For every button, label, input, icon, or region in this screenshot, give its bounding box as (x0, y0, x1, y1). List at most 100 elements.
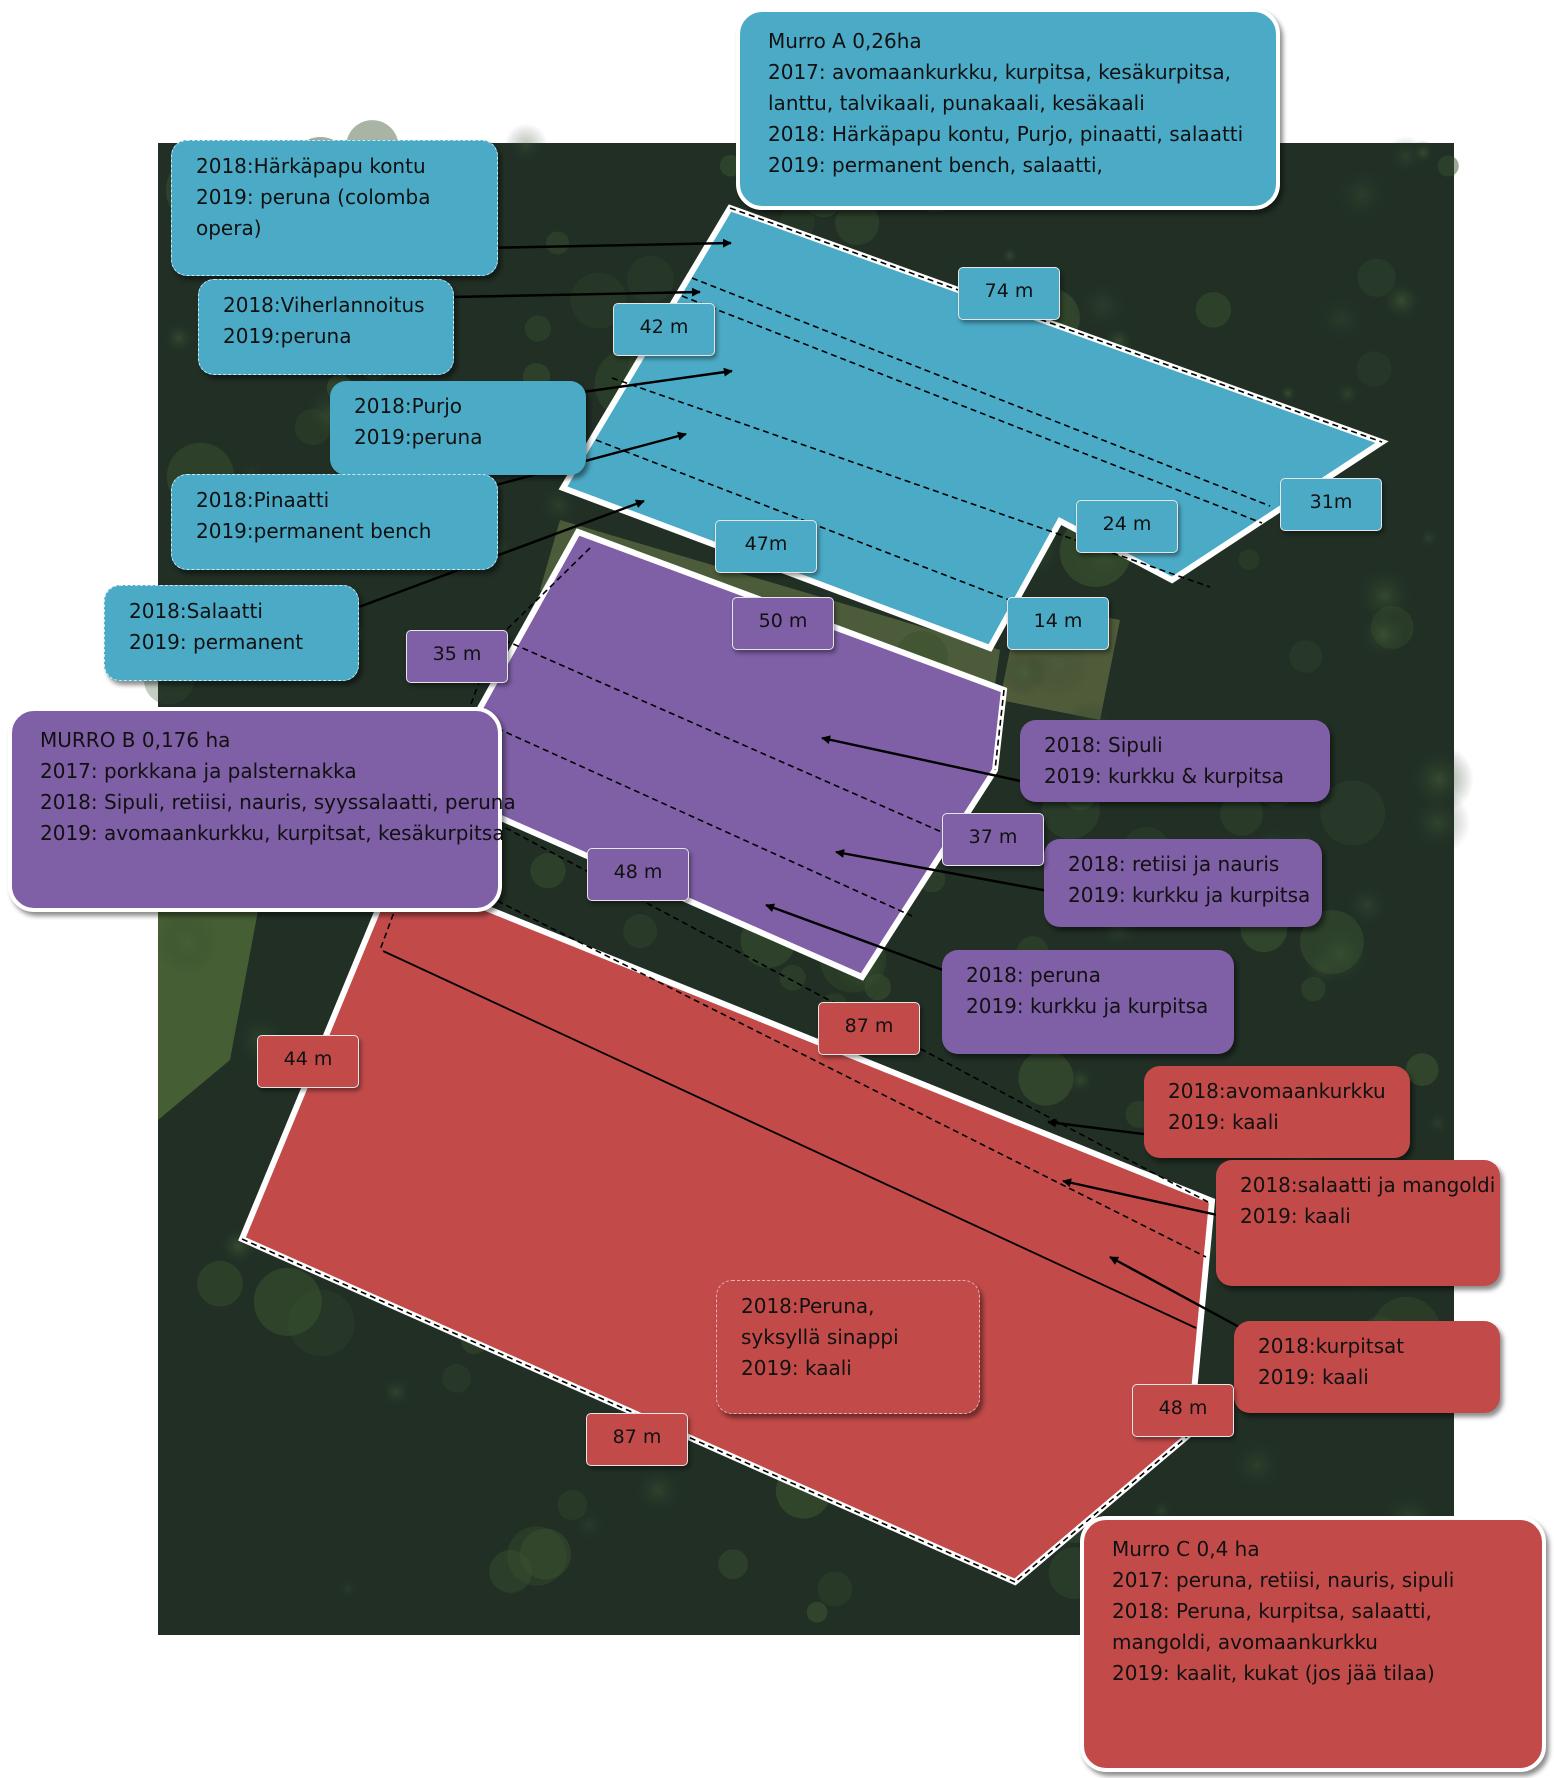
tree-canopy (1289, 640, 1323, 673)
row-2018: 2018: Sipuli (1044, 733, 1163, 757)
dimension-label: 31m (1280, 478, 1382, 531)
tree-canopy (519, 1528, 571, 1580)
tree-canopy (1312, 290, 1370, 348)
murro-b-2018: 2018: Sipuli, retiisi, nauris, syyssalaa… (40, 790, 516, 814)
tree-canopy (570, 272, 627, 329)
tree-canopy (806, 1601, 828, 1623)
murro-c-row-3-label: 2018:kurpitsat 2019: kaali (1234, 1321, 1500, 1413)
tree-canopy (524, 315, 552, 342)
dimension-label: 44 m (257, 1035, 359, 1088)
tree-canopy (1417, 526, 1441, 550)
row-2018: 2018:Pinaatti (196, 488, 330, 512)
tree-canopy (1356, 351, 1392, 387)
murro-c-2017: 2017: peruna, retiisi, nauris, sipuli (1112, 1568, 1455, 1592)
row-2019: 2019: kurkku & kurpitsa (1044, 764, 1285, 788)
dimension-label: 74 m (958, 267, 1060, 320)
murro-c-2018: 2018: Peruna, kurpitsa, salaatti, mangol… (1112, 1599, 1432, 1654)
dimension-label: 87 m (586, 1413, 688, 1466)
dimension-label: 42 m (613, 303, 715, 356)
row-2018: 2018:Peruna, syksyllä sinappi (741, 1294, 899, 1349)
tree-canopy (1355, 606, 1412, 663)
row-2019: 2019: kaali (1258, 1365, 1369, 1389)
murro-c-title: Murro C 0,4 ha (1112, 1537, 1260, 1561)
row-2019: 2019: kurkku ja kurpitsa (1068, 883, 1311, 907)
tree-canopy (779, 964, 806, 991)
murro-b-title: MURRO B 0,176 ha (40, 728, 231, 752)
tree-canopy (1220, 792, 1263, 836)
tree-canopy (817, 1571, 853, 1607)
tree-canopy (1437, 155, 1459, 177)
tree-canopy (1379, 278, 1425, 324)
tree-canopy (1195, 292, 1232, 328)
murro-b-info-box: MURRO B 0,176 ha 2017: porkkana ja palst… (8, 707, 516, 912)
row-2019: 2019: kurkku ja kurpitsa (966, 994, 1209, 1018)
row-2019: 2019: kaali (1168, 1110, 1279, 1134)
murro-a-2019: 2019: permanent bench, salaatti, (768, 153, 1103, 177)
murro-c-row-4-label: 2018:Peruna, syksyllä sinappi 2019: kaal… (716, 1280, 980, 1414)
tree-canopy (1277, 383, 1298, 404)
row-2018: 2018:Purjo (354, 394, 463, 418)
row-2018: 2018:Salaatti (129, 599, 263, 623)
tree-canopy (253, 1267, 322, 1336)
row-2018: 2018: retiisi ja nauris (1068, 852, 1280, 876)
tree-canopy (1320, 780, 1386, 846)
tree-canopy (626, 255, 674, 303)
row-2019: 2019: kaali (1240, 1204, 1351, 1228)
dimension-label: 24 m (1076, 500, 1178, 553)
dimension-label: 35 m (406, 630, 508, 683)
murro-c-info-box: Murro C 0,4 ha 2017: peruna, retiisi, na… (1080, 1516, 1546, 1772)
murro-a-row-5-label: 2018:Salaatti 2019: permanent (104, 585, 359, 681)
row-2018: 2018:avomaankurkku (1168, 1079, 1386, 1103)
dimension-label: 37 m (942, 813, 1044, 866)
dimension-label: 50 m (732, 597, 834, 650)
murro-a-row-3-label: 2018:Purjo 2019:peruna (330, 381, 586, 475)
murro-a-2017: 2017: avomaankurkku, kurpitsa, kesäkurpi… (768, 60, 1231, 115)
tree-canopy (546, 231, 569, 255)
tree-canopy (1226, 1434, 1288, 1496)
row-2019: 2019: permanent (129, 630, 304, 654)
row-2018: 2018: peruna (966, 963, 1101, 987)
murro-a-row-4-label: 2018:Pinaatti 2019:permanent bench (171, 474, 498, 570)
tree-canopy (1018, 1050, 1074, 1106)
dimension-label: 48 m (1132, 1384, 1234, 1437)
murro-c-row-2-label: 2018:salaatti ja mangoldi 2019: kaali (1216, 1160, 1500, 1286)
row-2019: 2019:peruna (354, 425, 483, 449)
dimension-label: 48 m (587, 848, 689, 901)
murro-a-info-box: Murro A 0,26ha 2017: avomaankurkku, kurp… (736, 8, 1280, 210)
tree-canopy (1404, 744, 1474, 815)
tree-canopy (1300, 910, 1364, 974)
tree-canopy (835, 201, 880, 246)
tree-canopy (1072, 276, 1133, 337)
row-2018: 2018:salaatti ja mangoldi (1240, 1173, 1496, 1197)
tree-canopy (507, 1526, 567, 1586)
tree-canopy (630, 1462, 687, 1519)
row-2018: 2018:Härkäpapu kontu (196, 154, 426, 178)
murro-a-title: Murro A 0,26ha (768, 29, 922, 53)
row-2019: 2019: peruna (colomba opera) (196, 185, 431, 240)
row-2018: 2018:Viherlannoitus (223, 293, 425, 317)
murro-b-2017: 2017: porkkana ja palsternakka (40, 759, 357, 783)
row-2018: 2018:kurpitsat (1258, 1334, 1405, 1358)
tree-canopy (197, 1260, 243, 1307)
tree-canopy (442, 1364, 471, 1393)
tree-canopy (568, 1505, 609, 1546)
murro-b-row-2-label: 2018: retiisi ja nauris 2019: kurkku ja … (1044, 839, 1322, 927)
tree-canopy (1405, 1053, 1439, 1086)
murro-a-row-1-label: 2018:Härkäpapu kontu 2019: peruna (colom… (171, 140, 498, 276)
tree-canopy (1330, 163, 1394, 227)
murro-a-2018: 2018: Härkäpapu kontu, Purjo, pinaatti, … (768, 122, 1244, 146)
dimension-label: 14 m (1007, 597, 1109, 650)
tree-canopy (999, 649, 1048, 697)
tree-canopy (489, 1549, 533, 1593)
row-2019: 2019:permanent bench (196, 519, 432, 543)
row-2019: 2019: kaali (741, 1356, 852, 1380)
tree-canopy (718, 1549, 748, 1580)
solid-row-line (382, 950, 1197, 1329)
tree-canopy (160, 319, 198, 357)
tree-canopy (1384, 135, 1427, 178)
tree-canopy (530, 853, 566, 889)
tree-canopy (999, 245, 1021, 266)
row-2019: 2019:peruna (223, 324, 352, 348)
tree-canopy (1423, 1109, 1452, 1138)
murro-b-row-3-label: 2018: peruna 2019: kurkku ja kurpitsa (942, 950, 1234, 1054)
